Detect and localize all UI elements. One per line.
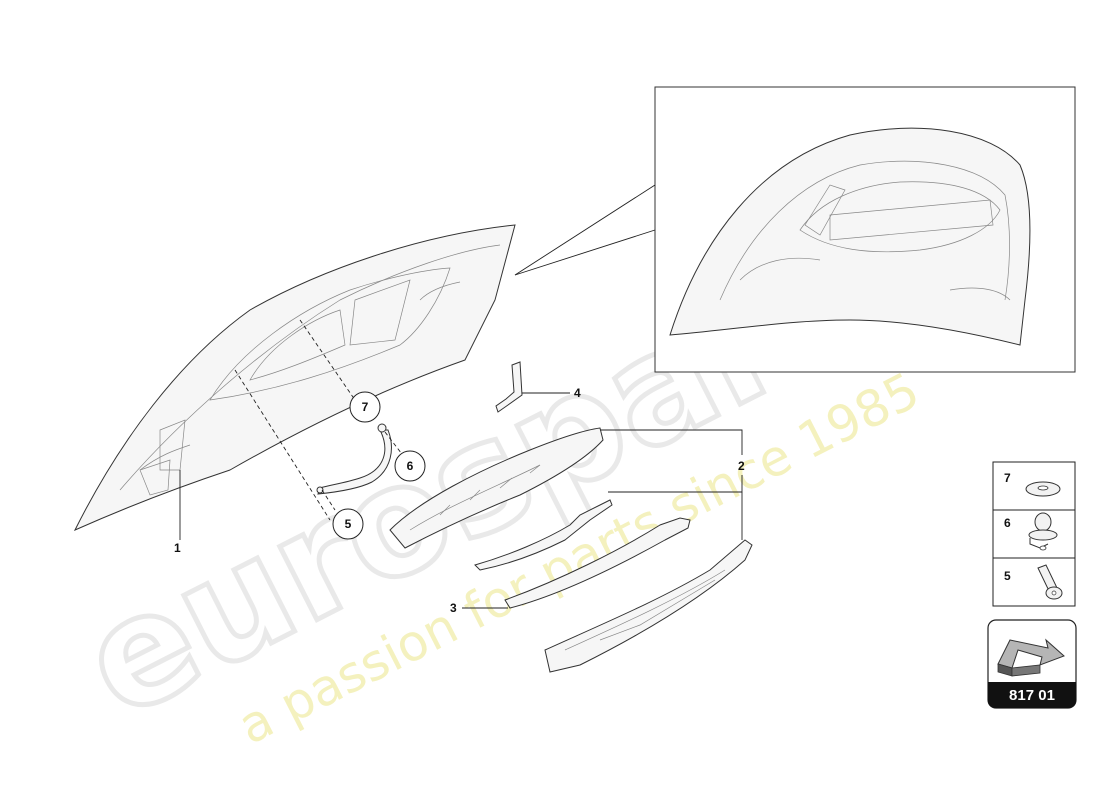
callout-lines: 2 3	[450, 429, 745, 615]
leader-lines: 1	[174, 319, 406, 555]
washer-icon	[1025, 481, 1061, 497]
insulation-mat-part	[389, 427, 753, 673]
legend-row-5: 5	[1004, 564, 1063, 600]
callout-5: 5	[345, 517, 352, 531]
hood-part	[73, 224, 516, 532]
strap-part	[316, 423, 392, 495]
callout-2: 2	[738, 459, 745, 473]
legend-row-6: 6	[1004, 512, 1058, 551]
parts-legend: 7 6 5	[992, 461, 1076, 607]
screw-icon	[1037, 564, 1063, 600]
legend-num-6: 6	[1004, 516, 1011, 530]
bracket-part-4: 4	[495, 361, 581, 413]
legend-num-7: 7	[1004, 471, 1011, 485]
callout-4: 4	[574, 386, 581, 400]
clip-icon	[1028, 512, 1058, 551]
callout-1: 1	[174, 541, 181, 555]
detail-inset	[514, 86, 1076, 373]
reference-box: 817 01	[987, 619, 1077, 709]
callout-6: 6	[407, 459, 414, 473]
callout-6-circle: 6	[394, 450, 426, 482]
legend-num-5: 5	[1004, 569, 1011, 583]
callout-5-circle: 5	[332, 508, 364, 540]
callout-7-circle: 7	[349, 391, 381, 423]
callout-3: 3	[450, 601, 457, 615]
arrow-icon	[997, 638, 1065, 677]
reference-code: 817 01	[1009, 687, 1055, 704]
legend-row-7: 7	[1004, 471, 1061, 497]
callout-7: 7	[362, 400, 369, 414]
